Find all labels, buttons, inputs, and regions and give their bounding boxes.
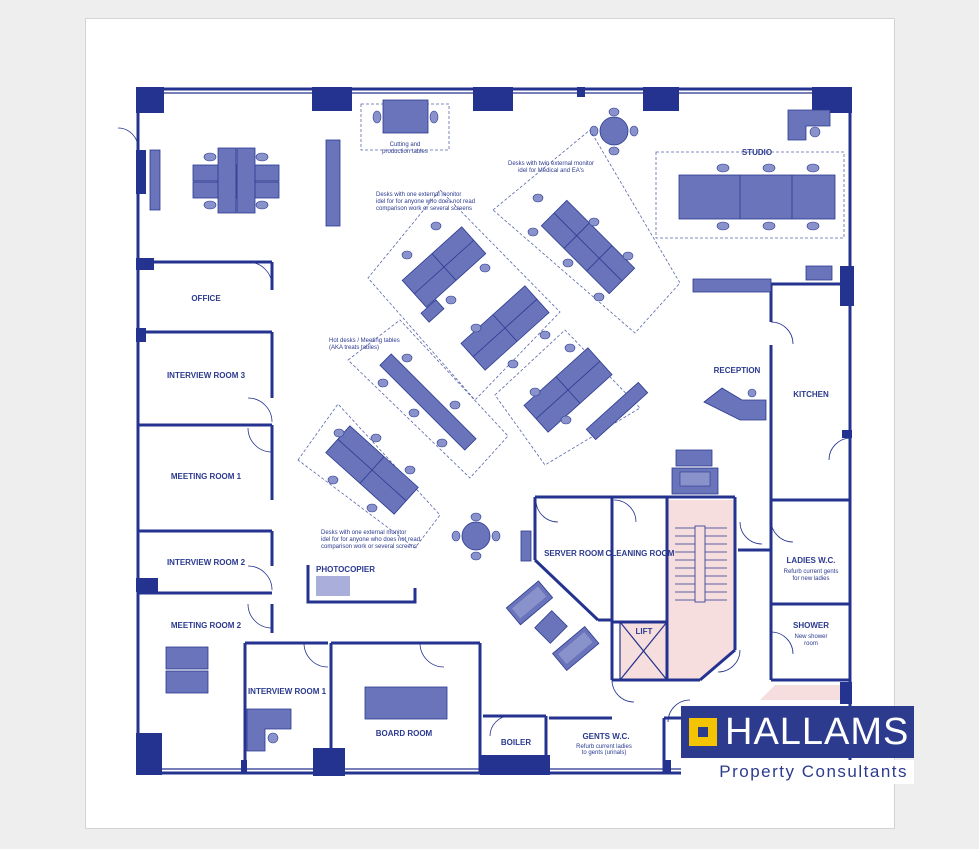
- label-interview-room-3: INTERVIEW ROOM 3: [167, 371, 246, 380]
- left-wall-partitions: [117, 127, 274, 633]
- studio-table: [655, 109, 845, 239]
- hot-desks: [379, 353, 477, 451]
- logo-tagline: Property Consultants: [681, 760, 914, 784]
- label-cleaning-room: CLEANING ROOM: [606, 549, 675, 558]
- cutting-table: [360, 99, 450, 151]
- note-ladies-2: for new ladies: [792, 576, 829, 582]
- note-cutting-2: production tables: [382, 149, 428, 155]
- label-reception: RECEPTION: [714, 366, 761, 375]
- logo-name: HALLAMS: [725, 711, 910, 753]
- photocopier-alcove: [306, 565, 417, 604]
- lounge-sofas: [505, 580, 600, 671]
- note-one-bot-1: Desks with one external monitor: [321, 530, 406, 536]
- label-shower: SHOWER: [793, 621, 829, 630]
- label-photocopier: PHOTOCOPIER: [316, 565, 375, 574]
- note-one-top-3: comparison work or several screens: [376, 206, 472, 212]
- core-partitions: [533, 495, 741, 723]
- note-hot-2: (AKA treats tables): [329, 345, 379, 351]
- note-shower-1: New shower: [794, 634, 827, 640]
- label-meeting-room-1: MEETING ROOM 1: [171, 472, 242, 481]
- meeting-table-2: [165, 670, 209, 694]
- label-office: OFFICE: [191, 294, 221, 303]
- interview-desk: [246, 708, 292, 752]
- desk-pod-top-left: [149, 139, 341, 227]
- note-hot-1: Hot desks / Meeting tables: [329, 338, 400, 344]
- right-wall-partitions: [738, 282, 852, 682]
- note-twin-2: idel for Medical and EA's: [518, 168, 584, 174]
- label-gents-wc: GENTS W.C.: [582, 732, 629, 741]
- zone-outlines: [297, 129, 681, 549]
- note-cutting-1: Cutting and: [390, 142, 421, 148]
- hallams-logo: HALLAMS Property Consultants: [681, 706, 914, 784]
- stair: [675, 525, 727, 603]
- logo-mark-icon: [689, 718, 717, 746]
- structural-columns: [136, 87, 854, 776]
- note-gents-1: Refurb current ladies: [576, 744, 632, 750]
- note-ladies-1: Refurb current gents: [784, 569, 839, 575]
- desk-cluster-e: [325, 425, 419, 515]
- label-lift: LIFT: [636, 627, 653, 636]
- photocopier-machine: [316, 576, 350, 596]
- corridor-highlight: [760, 685, 852, 700]
- desk-cluster-b: [460, 285, 550, 371]
- logo-banner: HALLAMS: [681, 706, 914, 758]
- desk-cluster-d: [523, 347, 613, 433]
- label-interview-room-1: INTERVIEW ROOM 1: [248, 687, 327, 696]
- meeting-table-1: [165, 646, 209, 670]
- round-table-bottom: [451, 512, 532, 562]
- note-one-top-1: Desks with one external monitor: [376, 192, 461, 198]
- board-table: [364, 686, 448, 720]
- desk-cluster-c: [540, 199, 636, 295]
- desk-cluster-a: [401, 226, 487, 323]
- round-table-top: [589, 107, 639, 156]
- note-twin-1: Desks with twin external monitor: [508, 161, 594, 167]
- note-one-bot-3: comparison work or several screens: [321, 544, 417, 550]
- note-shower-2: room: [804, 641, 818, 647]
- label-meeting-room-2: MEETING ROOM 2: [171, 621, 242, 630]
- label-studio: STUDIO: [742, 148, 772, 157]
- note-one-top-2: idel for for anyone who does not read: [376, 199, 475, 205]
- label-board-room: BOARD ROOM: [376, 729, 433, 738]
- label-server-room: SERVER ROOM: [544, 549, 604, 558]
- label-boiler: BOILER: [501, 738, 531, 747]
- stair-highlight: [667, 500, 735, 680]
- reception-area: [671, 265, 833, 495]
- label-ladies-wc: LADIES W.C.: [787, 556, 836, 565]
- note-one-bot-2: idel for for anyone who does not read: [321, 537, 420, 543]
- label-kitchen: KITCHEN: [793, 390, 829, 399]
- note-gents-2: to gents (urinals): [582, 750, 627, 756]
- label-interview-room-2: INTERVIEW ROOM 2: [167, 558, 246, 567]
